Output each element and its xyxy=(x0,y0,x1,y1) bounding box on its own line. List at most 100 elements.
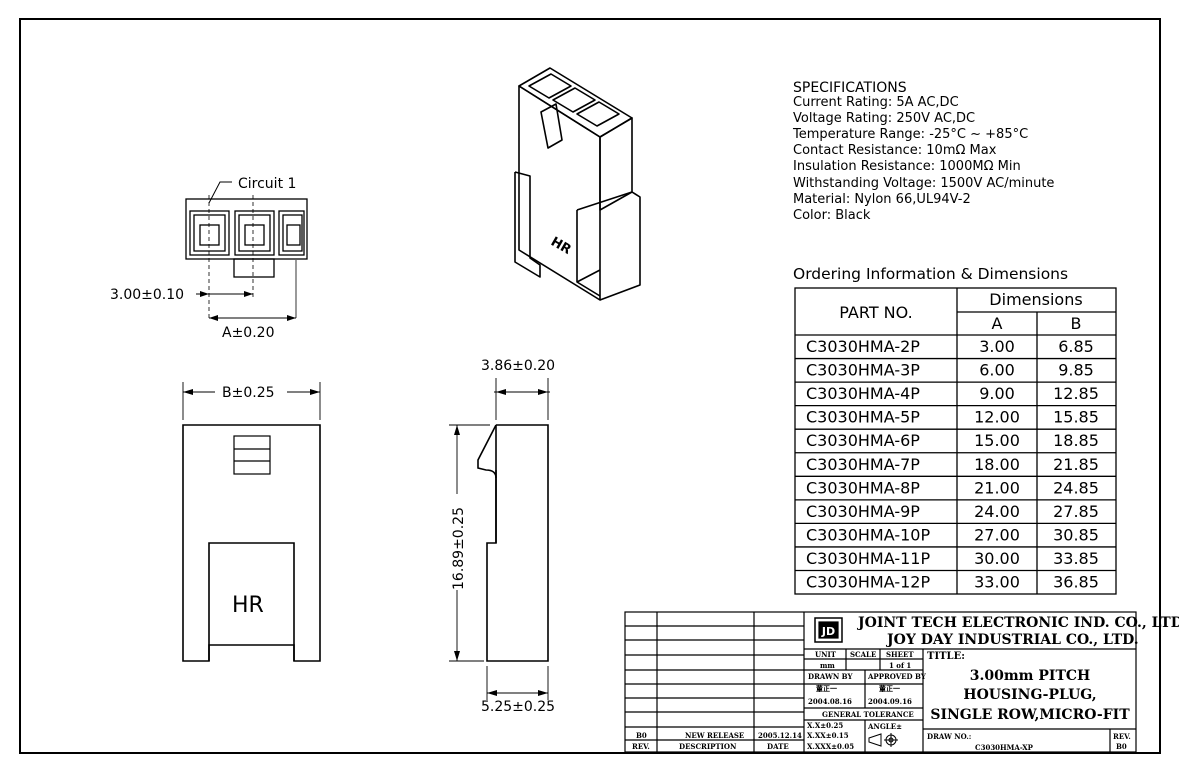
dim-a-cell: 12.00 xyxy=(974,408,1020,427)
part-number-cell: C3030HMA-3P xyxy=(806,361,920,380)
dim-a-cell: 9.00 xyxy=(979,384,1015,403)
spec-line: Voltage Rating: 250V AC,DC xyxy=(793,111,975,126)
isometric-view xyxy=(514,67,641,301)
dim-b-cell: 6.85 xyxy=(1058,337,1094,356)
drawn-by-label: DRAWN BY xyxy=(808,672,853,681)
part-no-header: PART NO. xyxy=(839,303,912,322)
part-number-cell: C3030HMA-4P xyxy=(806,384,920,403)
rev-column: REV. xyxy=(632,742,650,751)
part-number-cell: C3030HMA-9P xyxy=(806,502,920,521)
tolerance-2: X.XX±0.15 xyxy=(807,731,849,740)
rev-value: B0 xyxy=(1116,742,1127,751)
drawn-date: 2004.08.16 xyxy=(808,697,852,706)
dim-b-cell: 9.85 xyxy=(1058,361,1094,380)
ordering-table xyxy=(794,287,1117,595)
ordering-title: Ordering Information & Dimensions xyxy=(793,265,1068,283)
dim-a-cell: 33.00 xyxy=(974,573,1020,592)
dim-b-cell: 30.85 xyxy=(1053,525,1099,544)
revision-description: NEW RELEASE xyxy=(685,731,744,740)
company-name-2: JOY DAY INDUSTRIAL CO., LTD. xyxy=(885,632,1139,648)
part-number-cell: C3030HMA-6P xyxy=(806,431,920,450)
revision-rev: B0 xyxy=(636,731,647,740)
spec-line: Contact Resistance: 10mΩ Max xyxy=(793,143,997,158)
spec-line: Color: Black xyxy=(793,208,871,223)
rev-label: REV. xyxy=(1113,732,1131,741)
dim-a-cell: 30.00 xyxy=(974,549,1020,568)
draw-no-label: DRAW NO.: xyxy=(927,732,971,741)
date-column: DATE xyxy=(767,742,789,751)
projection-symbol xyxy=(868,733,898,747)
revision-date: 2005.12.14 xyxy=(758,731,802,740)
spec-line: Insulation Resistance: 1000MΩ Min xyxy=(793,159,1021,174)
logo-glyph: JD xyxy=(821,625,835,638)
title-block-text: JOINT TECH ELECTRONIC IND. CO., LTD. JOY… xyxy=(632,615,1179,752)
pitch-label: 3.00±0.10 xyxy=(110,287,184,303)
dim-b-cell: 12.85 xyxy=(1053,384,1099,403)
dim-b-cell: 33.85 xyxy=(1053,549,1099,568)
sheet-label: SHEET xyxy=(886,650,914,659)
sheet-value: 1 of 1 xyxy=(889,661,911,670)
specifications-block: SPECIFICATIONS Current Rating: 5A AC,DC … xyxy=(792,80,1054,223)
dim-a-label: A±0.20 xyxy=(222,325,274,341)
approved-by: 董正一 xyxy=(879,684,900,693)
spec-line: Current Rating: 5A AC,DC xyxy=(793,95,959,110)
dim-b-header: B xyxy=(1071,314,1082,333)
dim-a-cell: 6.00 xyxy=(979,361,1015,380)
width-label: 3.86±0.20 xyxy=(481,358,555,374)
height-label: 16.89±0.25 xyxy=(451,507,467,590)
part-number-cell: C3030HMA-11P xyxy=(806,549,930,568)
approved-date: 2004.09.16 xyxy=(868,697,912,706)
dim-a-cell: 15.00 xyxy=(974,431,1020,450)
scale-label: SCALE xyxy=(850,650,876,659)
spec-title: SPECIFICATIONS xyxy=(793,80,907,96)
part-number-cell: C3030HMA-10P xyxy=(806,525,930,544)
unit-label: UNIT xyxy=(815,650,837,659)
dim-a-cell: 24.00 xyxy=(974,502,1020,521)
dim-a-header: A xyxy=(992,314,1003,333)
dim-b-cell: 18.85 xyxy=(1053,431,1099,450)
dim-b-cell: 21.85 xyxy=(1053,455,1099,474)
title-line-1: 3.00mm PITCH xyxy=(970,668,1090,684)
front-hr-mark: HR xyxy=(232,593,264,618)
draw-no: C3030HMA-XP xyxy=(975,743,1034,752)
general-tolerance: GENERAL TOLERANCE xyxy=(822,710,914,719)
top-view xyxy=(185,181,308,321)
drawn-by: 董正一 xyxy=(816,684,837,693)
part-number-cell: C3030HMA-8P xyxy=(806,478,920,497)
front-view xyxy=(182,382,321,662)
dim-a-cell: 27.00 xyxy=(974,525,1020,544)
dim-b-label: B±0.25 xyxy=(222,385,275,401)
dim-a-cell: 18.00 xyxy=(974,455,1020,474)
dim-b-cell: 36.85 xyxy=(1053,573,1099,592)
dim-a-cell: 21.00 xyxy=(974,478,1020,497)
spec-line: Material: Nylon 66,UL94V-2 xyxy=(793,192,971,207)
company-name-1: JOINT TECH ELECTRONIC IND. CO., LTD. xyxy=(856,615,1179,631)
dim-b-cell: 24.85 xyxy=(1053,478,1099,497)
part-number-cell: C3030HMA-12P xyxy=(806,573,930,592)
sheet-border xyxy=(19,18,1161,754)
part-number-cell: C3030HMA-7P xyxy=(806,455,920,474)
title-label: TITLE: xyxy=(927,651,965,662)
approved-by-label: APPROVED BY xyxy=(867,672,927,681)
iso-hr-mark: HR xyxy=(548,234,574,257)
side-view xyxy=(449,378,550,700)
bottom-label: 5.25±0.25 xyxy=(481,699,555,715)
dimensions-header: Dimensions xyxy=(989,290,1082,309)
part-number-cell: C3030HMA-2P xyxy=(806,337,920,356)
dim-b-cell: 15.85 xyxy=(1053,408,1099,427)
dim-b-cell: 27.85 xyxy=(1053,502,1099,521)
tolerance-1: X.X±0.25 xyxy=(807,721,843,730)
unit-value: mm xyxy=(820,661,835,670)
title-line-3: SINGLE ROW,MICRO-FIT xyxy=(930,707,1130,723)
angle-label: ANGLE± xyxy=(867,722,902,731)
circuit-label: Circuit 1 xyxy=(238,176,296,192)
tolerance-3: X.XXX±0.05 xyxy=(807,742,854,751)
spec-line: Temperature Range: -25°C ~ +85°C xyxy=(792,127,1028,142)
dim-a-cell: 3.00 xyxy=(979,337,1015,356)
spec-line: Withstanding Voltage: 1500V AC/minute xyxy=(793,176,1054,191)
description-column: DESCRIPTION xyxy=(679,742,737,751)
title-block xyxy=(624,611,1137,753)
part-number-cell: C3030HMA-5P xyxy=(806,408,920,427)
